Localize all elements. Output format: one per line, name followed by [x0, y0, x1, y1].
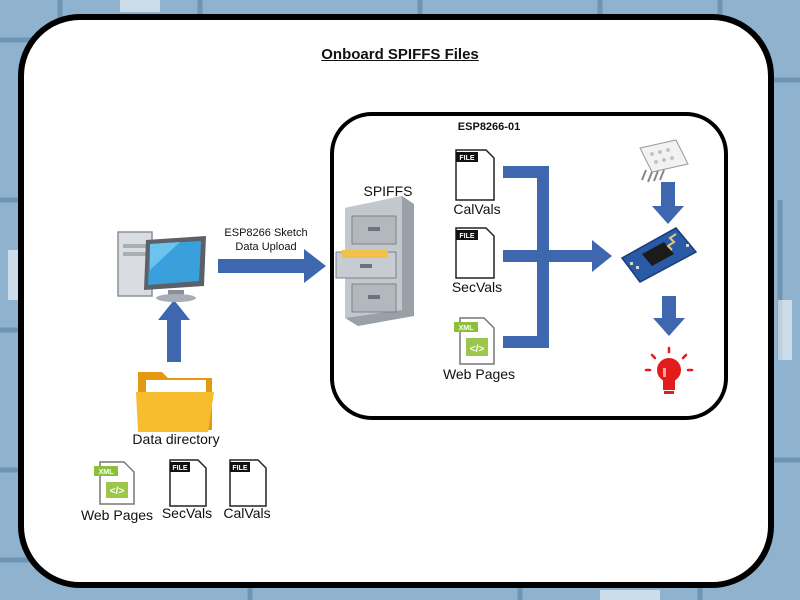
- svg-text:FILE: FILE: [459, 155, 474, 162]
- directory-file-label: Web Pages: [80, 507, 154, 523]
- merge-arrows: [503, 166, 612, 348]
- directory-file-label: SecVals: [161, 505, 213, 521]
- svg-text:FILE: FILE: [172, 465, 187, 472]
- svg-text:FILE: FILE: [232, 465, 247, 472]
- file-cabinet-icon: [335, 196, 414, 326]
- xml-file-icon: XML </>: [454, 317, 495, 365]
- file-icon: FILE: [455, 149, 495, 201]
- svg-text:XML: XML: [99, 469, 115, 476]
- sensor-icon: [639, 139, 689, 183]
- onboard-file-label: CalVals: [453, 201, 501, 217]
- light-bulb-icon: [644, 346, 694, 394]
- svg-text:XML: XML: [459, 325, 475, 332]
- folder-to-computer-arrow: [158, 300, 190, 362]
- directory-file-label: CalVals: [223, 505, 271, 521]
- esp-module-icon: [620, 227, 698, 283]
- file-icon: FILE: [455, 227, 495, 279]
- computer-icon: [117, 231, 206, 302]
- data-directory-label: Data directory: [132, 431, 220, 447]
- sensor-to-module-arrow: [652, 182, 684, 224]
- file-icon: FILE: [229, 459, 267, 507]
- onboard-file-label: SecVals: [451, 279, 503, 295]
- svg-text:</>: </>: [470, 344, 485, 355]
- onboard-file-label: Web Pages: [442, 366, 516, 382]
- folder-icon: [136, 372, 214, 432]
- spiffs-label: SPIFFS: [363, 183, 413, 199]
- svg-text:FILE: FILE: [459, 233, 474, 240]
- xml-file-icon: XML </>: [94, 461, 135, 505]
- esp8266-box-label: ESP8266-01: [457, 121, 521, 133]
- svg-text:</>: </>: [110, 486, 125, 497]
- upload-label-line1: ESP8266 Sketch: [224, 227, 308, 239]
- file-icon: FILE: [169, 459, 207, 507]
- upload-arrow: [218, 249, 326, 283]
- diagram-title: Onboard SPIFFS Files: [321, 46, 479, 63]
- module-to-bulb-arrow: [653, 296, 685, 336]
- upload-label-line2: Data Upload: [235, 241, 297, 253]
